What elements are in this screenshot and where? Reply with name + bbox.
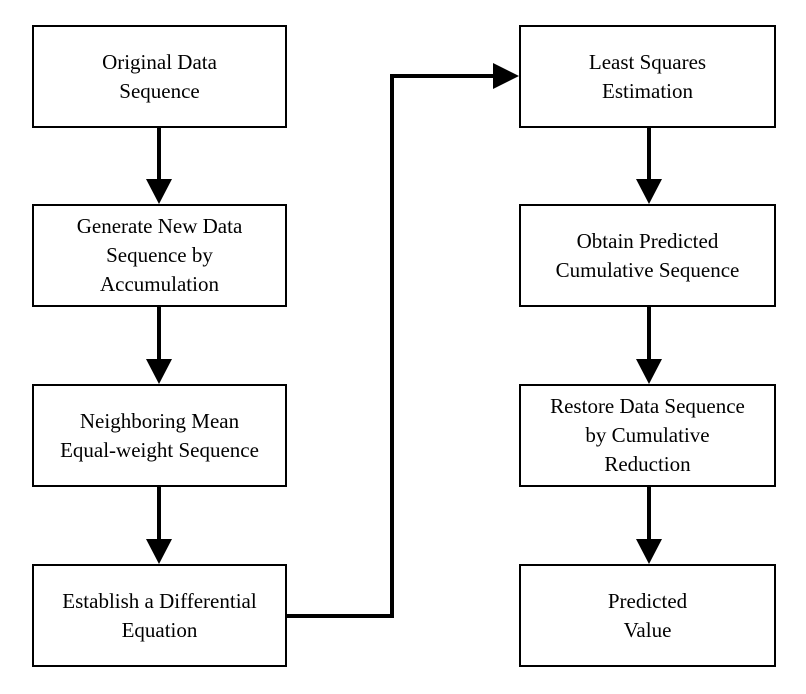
arrowhead-4-5 bbox=[493, 63, 519, 89]
node-label: Obtain Predicted Cumulative Sequence bbox=[555, 228, 740, 282]
edge-4-5 bbox=[287, 74, 494, 618]
arrowhead-1-2 bbox=[146, 179, 172, 204]
arrowhead-2-3 bbox=[146, 359, 172, 384]
arrowhead-7-8 bbox=[636, 539, 662, 564]
node-label: Least Squares Estimation bbox=[588, 49, 707, 103]
node-label: Generate New Data Sequence by Accumulati… bbox=[76, 214, 243, 296]
node-least-squares-estimation: Least Squares Estimation bbox=[519, 25, 776, 128]
arrowhead-5-6 bbox=[636, 179, 662, 204]
node-obtain-predicted-cumulative-sequence: Obtain Predicted Cumulative Sequence bbox=[519, 204, 776, 307]
node-original-data-sequence: Original Data Sequence bbox=[32, 25, 287, 128]
node-neighboring-mean-sequence: Neighboring Mean Equal-weight Sequence bbox=[32, 384, 287, 487]
node-label: Neighboring Mean Equal-weight Sequence bbox=[60, 408, 259, 462]
node-predicted-value: Predicted Value bbox=[519, 564, 776, 667]
node-generate-new-data-sequence: Generate New Data Sequence by Accumulati… bbox=[32, 204, 287, 307]
node-label: Predicted Value bbox=[607, 588, 688, 642]
node-label: Establish a Differential Equation bbox=[62, 588, 257, 642]
node-label: Restore Data Sequence by Cumulative Redu… bbox=[550, 394, 745, 476]
node-restore-data-sequence: Restore Data Sequence by Cumulative Redu… bbox=[519, 384, 776, 487]
arrowhead-3-4 bbox=[146, 539, 172, 564]
node-establish-differential-equation: Establish a Differential Equation bbox=[32, 564, 287, 667]
node-label: Original Data Sequence bbox=[102, 49, 217, 103]
arrowhead-6-7 bbox=[636, 359, 662, 384]
